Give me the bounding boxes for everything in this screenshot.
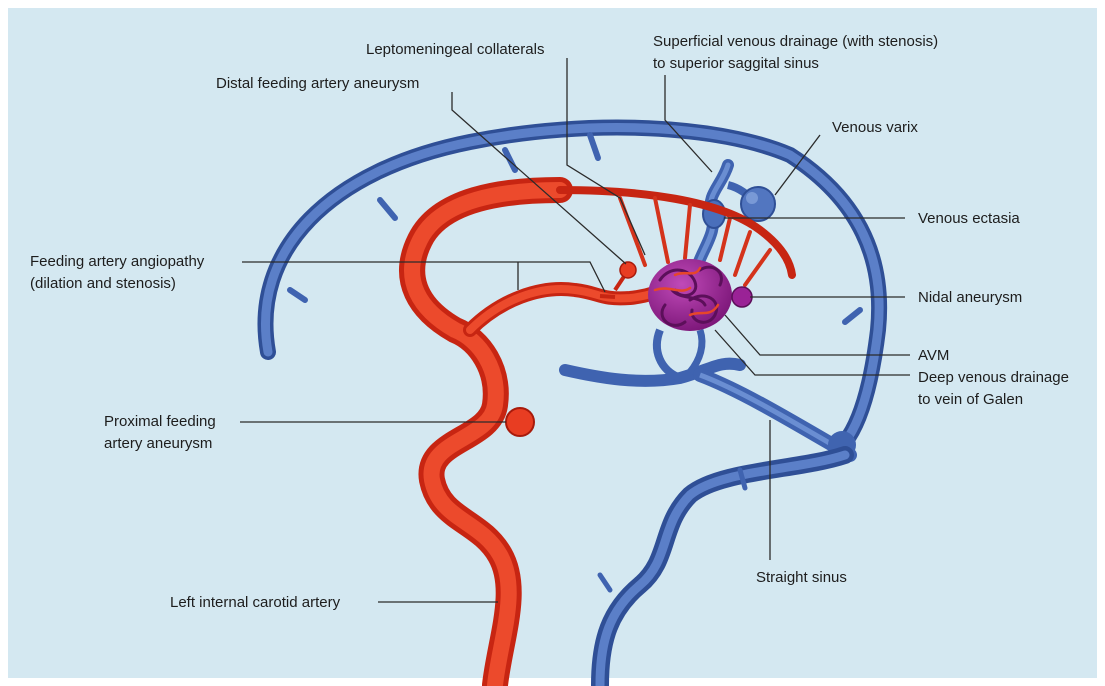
nidal-aneurysm-shape xyxy=(732,287,752,307)
label-deep-venous-drainage-line2: to vein of Galen xyxy=(918,391,1023,408)
proximal-feeding-artery-aneurysm-shape xyxy=(506,408,534,436)
label-leptomeningeal-collaterals: Leptomeningeal collaterals xyxy=(366,41,544,58)
label-deep-venous-drainage-line1: Deep venous drainage xyxy=(918,369,1069,386)
venous-varix-shape xyxy=(741,187,775,221)
label-feeding-artery-angiopathy-line1: Feeding artery angiopathy xyxy=(30,253,205,270)
label-superficial-venous-drainage-line2: to superior saggital sinus xyxy=(653,55,819,72)
label-straight-sinus: Straight sinus xyxy=(756,569,847,586)
label-venous-varix: Venous varix xyxy=(832,119,918,136)
label-left-internal-carotid-artery: Left internal carotid artery xyxy=(170,594,341,611)
label-venous-ectasia: Venous ectasia xyxy=(918,210,1020,227)
distal-feeding-artery-aneurysm-shape xyxy=(620,262,636,278)
arterial-system xyxy=(412,190,792,685)
label-superficial-venous-drainage-line1: Superficial venous drainage (with stenos… xyxy=(653,33,938,50)
label-proximal-feeding-artery-aneurysm-line2: artery aneurysm xyxy=(104,435,212,452)
label-proximal-feeding-artery-aneurysm-line1: Proximal feeding xyxy=(104,413,216,430)
internal-carotid-artery xyxy=(412,190,560,685)
label-feeding-artery-angiopathy-line2: (dilation and stenosis) xyxy=(30,275,176,292)
label-nidal-aneurysm: Nidal aneurysm xyxy=(918,289,1022,306)
labels: Leptomeningeal collaterals Superficial v… xyxy=(30,33,1069,611)
label-avm: AVM xyxy=(918,347,949,364)
label-distal-feeding-artery-aneurysm: Distal feeding artery aneurysm xyxy=(216,75,419,92)
leader-lines xyxy=(240,58,910,602)
venous-system xyxy=(265,128,879,685)
